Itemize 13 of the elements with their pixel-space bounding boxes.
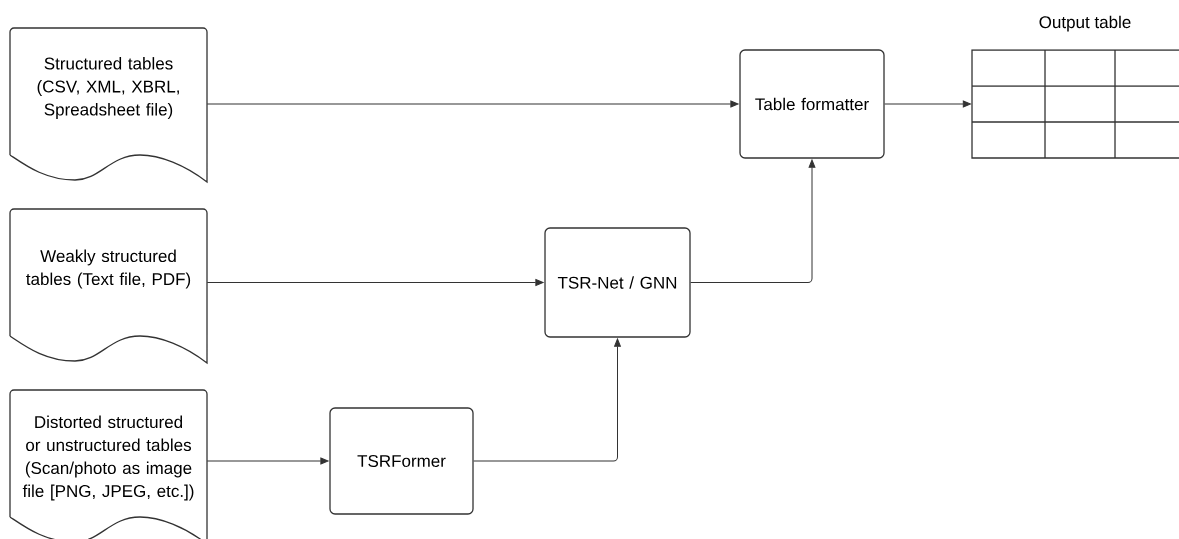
- arrow: [884, 100, 971, 108]
- table-heading: Output table: [1039, 15, 1131, 32]
- arrow: [473, 338, 621, 462]
- process-box: Table formatter: [739, 49, 885, 159]
- document-shape: Distorted structured or unstructured tables (Scan/photo as image file [PNG, JPEG, etc.]): [9, 389, 208, 539]
- arrow: [690, 159, 816, 283]
- process-box: TSRFormer: [329, 407, 474, 515]
- arrow: [206, 100, 739, 108]
- process-box: TSR-Net / GNN: [544, 227, 691, 338]
- arrow: [206, 457, 329, 465]
- document-shape: Structured tables (CSV, XML, XBRL, Spreadsheet file): [9, 27, 208, 183]
- document-shape: Weakly structured tables (Text file, PDF): [9, 208, 208, 364]
- arrow: [206, 279, 544, 286]
